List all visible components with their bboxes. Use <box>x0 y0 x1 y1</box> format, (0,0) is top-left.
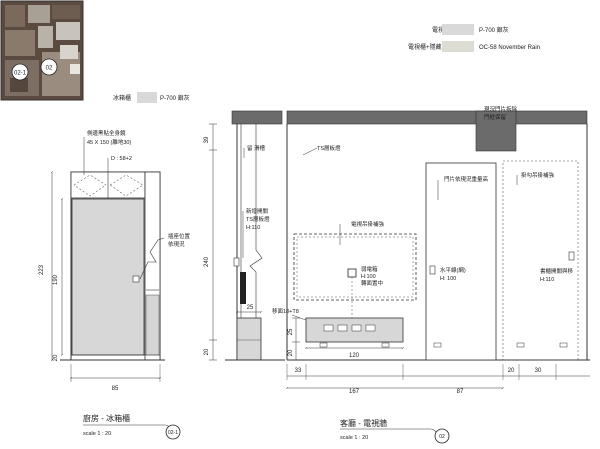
dim-plinth-height: 25 <box>288 328 294 335</box>
outlet-icon <box>433 342 442 348</box>
legend-label-tv-cabinet: 電視櫃 <box>432 26 450 34</box>
legend-label-fridge: 冰箱櫃 <box>113 94 131 102</box>
note-door-frame: 門框保留 <box>484 113 507 121</box>
dim-door-height: 190 <box>53 274 59 285</box>
dim-section-bottom: 20 <box>204 348 210 355</box>
note-outlet: 插座位置 <box>168 232 191 240</box>
kitchen-view-title: 廚房 - 冰箱櫃 <box>83 413 130 423</box>
weak-electric-box-icon <box>347 268 357 278</box>
legend-code-hidden-door: OC-58 November Rain <box>479 45 540 51</box>
outlet-icon <box>559 342 568 348</box>
note-tv-reinforce: 電視吊掛補強 <box>351 220 385 228</box>
note-door-remove: 現況門片拆除 <box>484 105 518 113</box>
fridge-cabinet-door <box>71 198 145 356</box>
note-new-switch: 新增開關 <box>246 207 269 215</box>
dim-section-height: 240 <box>204 256 210 267</box>
switch-icon <box>233 257 240 267</box>
legend-swatch-fridge <box>137 92 157 103</box>
kitchen-view-tag: 02-1 <box>168 430 178 436</box>
dim-tv-width: 120 <box>349 353 360 359</box>
legend-code-tv-cabinet: P-700 銀灰 <box>479 26 509 34</box>
dim-total-height: 223 <box>39 264 45 275</box>
switch-icon <box>568 251 575 261</box>
note-water-line: 水平線(網) <box>440 266 466 274</box>
dim-living-bottom: 20 <box>288 349 294 356</box>
door-panel <box>425 162 497 361</box>
note-ts-light: TS層板燈 <box>317 144 341 152</box>
dim-left: 33 <box>295 368 302 374</box>
dim-top: 39 <box>204 136 210 143</box>
plan-marker-02: 02 <box>46 66 53 72</box>
note-door-panel: 門片依現況重量高 <box>444 175 489 183</box>
note-weak-box: 弱電箱 <box>361 265 378 273</box>
dim-mid: 167 <box>349 389 360 395</box>
material-legend: 電視櫃 P-700 銀灰 電視櫃+隱藏門片 OC-58 November Rai… <box>113 24 540 103</box>
note-strip: 留 滑槽 <box>247 144 266 152</box>
dim-width: 85 <box>112 386 119 392</box>
note-mirror-size: 45 X 150 (離地30) <box>87 138 131 146</box>
note-hook-reinforce: 掛勾吊掛補強 <box>521 171 555 179</box>
outlet-icon <box>516 342 525 348</box>
note-plinth: 移面18+T8 <box>272 307 299 315</box>
note-weak-box-2: H:100 <box>361 274 376 280</box>
outlet-icon <box>381 342 390 348</box>
dim-right: 87 <box>457 389 464 395</box>
note-bookcase-switch: 書櫃開關與移 <box>540 267 574 275</box>
living-tv-wall-elevation: 現況門片拆除 門框保留 TS層板燈 門片依現況重量高 電視吊掛補強 弱電箱 H:… <box>272 105 590 444</box>
living-view-tag: 02 <box>439 434 445 440</box>
switch-icon <box>429 265 436 275</box>
living-scale: scale 1 : 20 <box>340 435 368 441</box>
note-new-switch-3: H:110 <box>246 225 260 231</box>
note-mirror: 側邊黑貼全身鏡 <box>87 129 126 137</box>
legend-swatch-november-rain <box>442 41 474 52</box>
kitchen-scale: scale 1 : 20 <box>83 431 111 437</box>
legend-code-fridge: P-700 銀灰 <box>160 94 190 102</box>
dim-plinth: 20 <box>53 354 59 361</box>
note-outlet-2: 依現況 <box>168 240 185 248</box>
outlet-icon <box>132 275 140 283</box>
dim-section-depth: 25 <box>247 305 254 311</box>
note-depth: D : 58+2 <box>111 156 132 162</box>
note-water-line-2: H: 100 <box>440 276 456 282</box>
note-weak-box-3: 轉面置中 <box>361 279 383 287</box>
living-view-title: 客廳 - 電視牆 <box>340 418 387 428</box>
dim-r2: 30 <box>535 368 542 374</box>
side-section: 留 滑槽 新增開關 TS層板燈 H:110 39 240 20 25 <box>204 110 285 361</box>
note-bookcase-switch-2: H:110 <box>540 277 554 283</box>
legend-swatch-silver-grey <box>442 24 474 35</box>
kitchen-fridge-elevation: 側邊黑貼全身鏡 45 X 150 (離地30) D : 58+2 插座位置 依現… <box>39 129 191 440</box>
dim-r1: 20 <box>508 368 515 374</box>
outlet-icon <box>319 342 328 348</box>
legend-label-hidden-door: 電視櫃+隱藏門片 <box>408 43 454 51</box>
floor-plan-thumbnail: 02-1 02 <box>0 0 84 101</box>
plan-marker-02-1: 02-1 <box>14 71 27 77</box>
tv-mount-zone <box>293 233 417 301</box>
note-new-switch-2: TS層板燈 <box>246 215 270 223</box>
